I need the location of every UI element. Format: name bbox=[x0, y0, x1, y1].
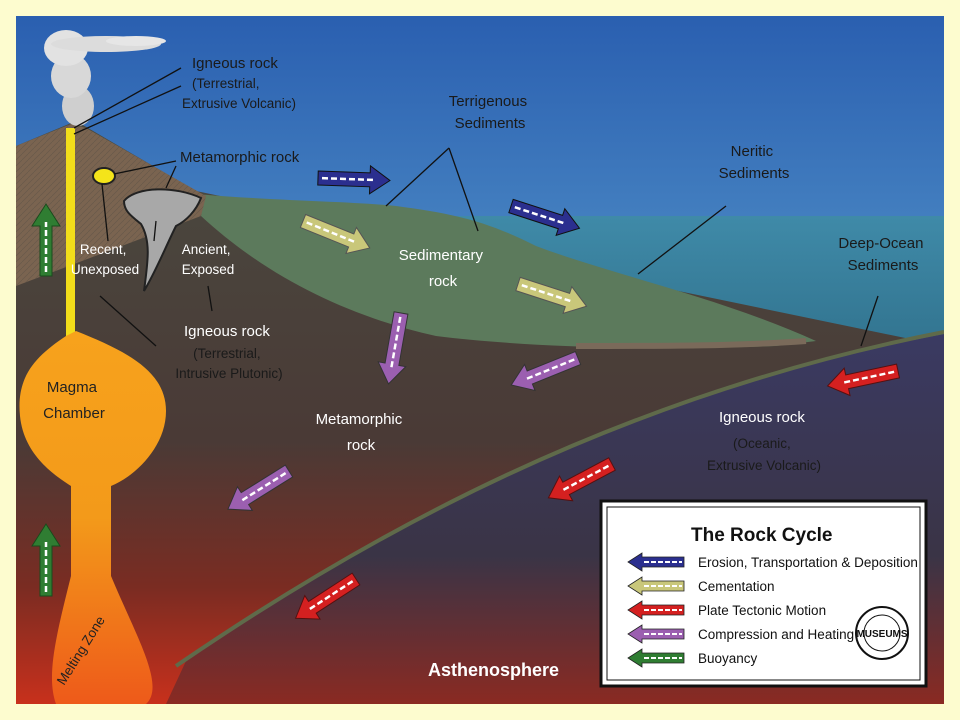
label-neritic: Neritic Sediments bbox=[719, 143, 790, 182]
plate-boundary bbox=[174, 330, 945, 668]
legend-title: The Rock Cycle bbox=[691, 525, 833, 546]
legend-inner-border bbox=[606, 506, 921, 681]
compression-arrow bbox=[510, 350, 582, 392]
legend-item-label: Plate Tectonic Motion bbox=[698, 603, 826, 618]
legend-items: Erosion, Transportation & DepositionCeme… bbox=[627, 552, 918, 668]
cementation-arrow bbox=[515, 276, 588, 315]
label-metamorphic-mid: Metamorphic rock bbox=[316, 411, 407, 454]
label-igneous-extrusive: Igneous rock (Terrestrial, Extrusive Vol… bbox=[182, 55, 296, 111]
label-asthenosphere: Asthenosphere bbox=[428, 660, 559, 680]
legend: The Rock Cycle Erosion, Transportation &… bbox=[599, 499, 928, 688]
buoyancy-arrow bbox=[31, 203, 61, 277]
eruption-cloud bbox=[44, 30, 166, 126]
label-terrigenous: Terrigenous Sediments bbox=[449, 93, 532, 132]
magma-chamber bbox=[19, 331, 166, 704]
rock-cycle-diagram: Igneous rock (Terrestrial, Extrusive Vol… bbox=[16, 16, 945, 704]
legend-item: Buoyancy bbox=[627, 648, 758, 668]
erosion-arrow bbox=[317, 164, 391, 195]
cementation-arrow bbox=[299, 213, 371, 255]
compression-arrow bbox=[227, 464, 294, 511]
label-metamorphic-top: Metamorphic rock bbox=[180, 149, 300, 166]
erosion-arrow bbox=[508, 198, 581, 237]
legend-item-label: Erosion, Transportation & Deposition bbox=[698, 555, 918, 570]
legend-item-label: Compression and Heating bbox=[698, 627, 854, 642]
legend-item: Plate Tectonic Motion bbox=[627, 600, 826, 620]
label-ancient: Ancient, Exposed bbox=[182, 242, 235, 277]
legend-item-label: Cementation bbox=[698, 579, 775, 594]
label-recent: Recent, Unexposed bbox=[71, 242, 139, 277]
volcano-texture bbox=[16, 124, 206, 286]
label-sedimentary: Sedimentary rock bbox=[399, 247, 487, 290]
legend-item: Erosion, Transportation & Deposition bbox=[627, 552, 918, 572]
label-magma-chamber: Magma Chamber bbox=[43, 379, 105, 422]
museum-logo: MUSEUMS bbox=[855, 606, 909, 660]
plate-motion-arrow bbox=[826, 363, 901, 397]
recent-pluton bbox=[92, 167, 116, 185]
legend-item: Cementation bbox=[627, 576, 775, 596]
label-igneous-oceanic: Igneous rock (Oceanic, Extrusive Volcani… bbox=[707, 409, 821, 473]
label-igneous-intrusive: Igneous rock (Terrestrial, Intrusive Plu… bbox=[175, 323, 282, 381]
legend-item-label: Buoyancy bbox=[698, 651, 758, 666]
compression-arrow bbox=[377, 311, 409, 385]
label-deep-ocean: Deep-Ocean Sediments bbox=[838, 235, 927, 274]
logo-text: MUSEUMS bbox=[856, 629, 907, 640]
ancient-pluton bbox=[122, 188, 203, 292]
leader-lines bbox=[73, 67, 879, 347]
volcanic-conduit bbox=[66, 128, 75, 348]
plate-motion-arrow bbox=[547, 457, 616, 502]
shelf-edge bbox=[575, 338, 807, 349]
legend-item: Compression and Heating bbox=[627, 624, 854, 644]
plate-motion-arrow bbox=[294, 572, 361, 620]
buoyancy-arrow bbox=[31, 523, 61, 597]
